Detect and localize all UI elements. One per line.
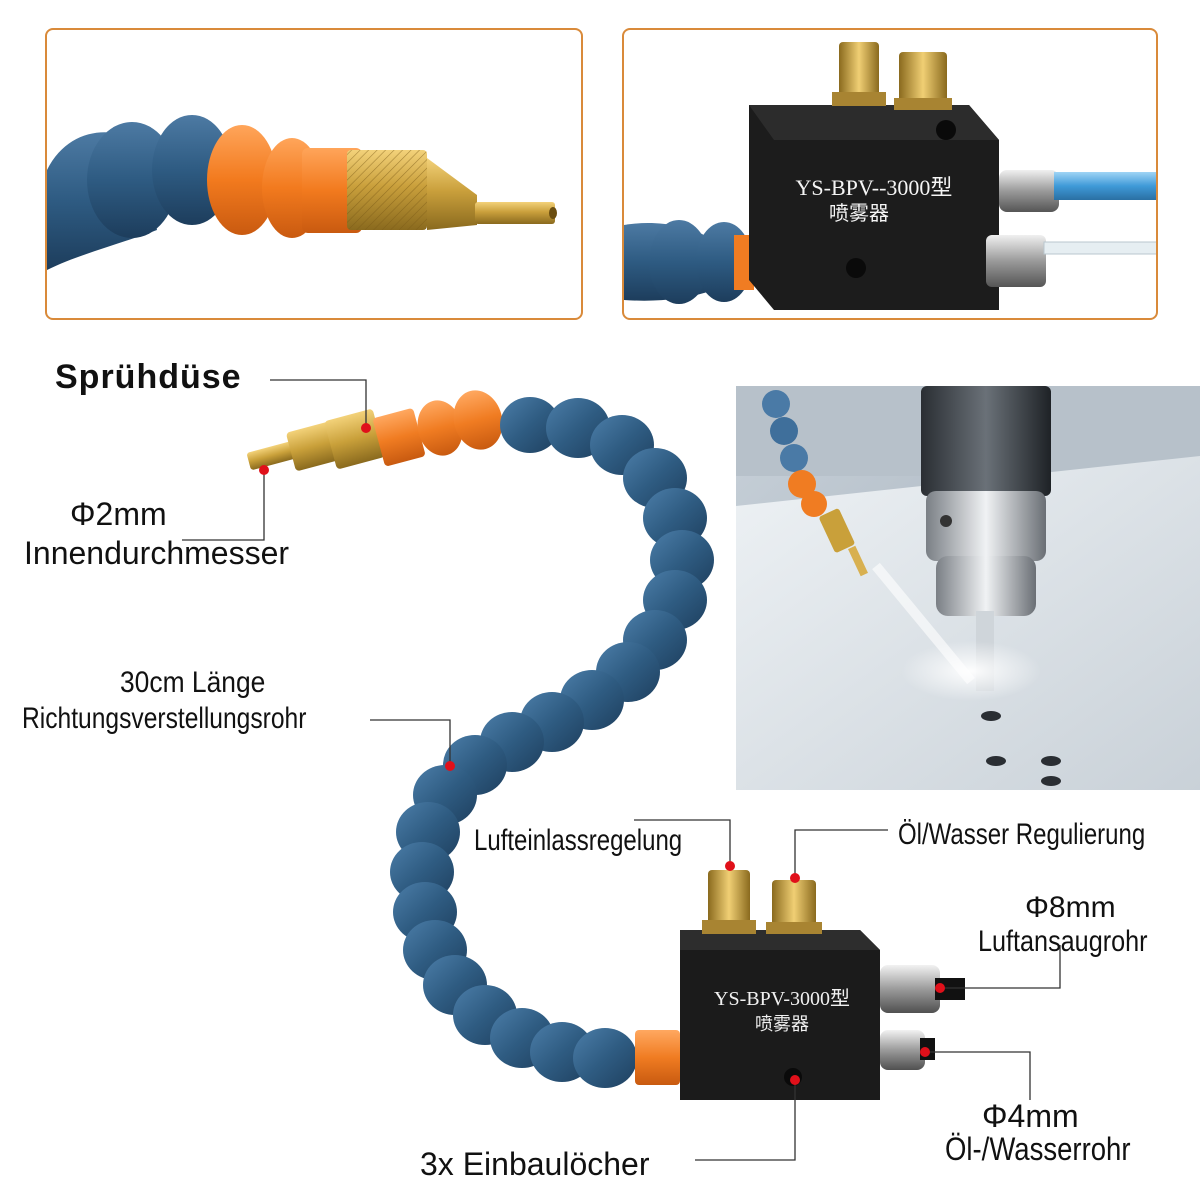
label-oil-water-control: Öl/Wasser Regulierung <box>898 818 1146 851</box>
marker-oil-tube <box>920 1047 930 1057</box>
marker-air-inlet <box>725 861 735 871</box>
block-model-text-closeup: YS-BPV--3000型 <box>796 175 953 200</box>
label-oil-tube-size: Φ4mm <box>982 1098 1079 1134</box>
block-name-text: 喷雾器 <box>755 1014 809 1035</box>
marker-diameter <box>259 465 269 475</box>
block-model-text: YS-BPV-3000型 <box>714 987 850 1010</box>
label-air-tube: Luftansaugrohr <box>978 925 1148 958</box>
block-name-text-closeup: 喷雾器 <box>829 201 889 225</box>
adjustable-hose <box>390 397 714 1088</box>
marker-nozzle <box>361 423 371 433</box>
label-air-tube-size: Φ8mm <box>1025 891 1116 924</box>
label-air-inlet-control: Lufteinlassregelung <box>474 824 683 857</box>
label-oil-tube: Öl-/Wasserrohr <box>945 1131 1131 1167</box>
application-photo <box>736 386 1200 790</box>
label-mount-holes: 3x Einbaulöcher <box>420 1146 650 1182</box>
spray-nozzle <box>247 390 503 471</box>
block-closeup-panel: YS-BPV--3000型 喷雾器 <box>622 28 1158 320</box>
mist-block: YS-BPV-3000型 喷雾器 <box>635 870 965 1100</box>
block-closeup-illustration: YS-BPV--3000型 喷雾器 <box>624 42 1156 310</box>
markers <box>259 423 945 1085</box>
marker-oil-control <box>790 873 800 883</box>
label-spray-nozzle: Sprühdüse <box>55 358 242 396</box>
marker-tube <box>445 761 455 771</box>
label-inner-diameter: Innendurchmesser <box>24 535 290 571</box>
label-tube-length: 30cm Länge <box>120 666 266 699</box>
label-tube: Richtungsverstellungsrohr <box>22 702 307 735</box>
label-inner-diameter-size: Φ2mm <box>70 496 167 532</box>
drilling-scene-illustration <box>736 386 1200 790</box>
nozzle-closeup-illustration <box>47 115 557 270</box>
marker-air-tube <box>935 983 945 993</box>
leader-lines <box>182 379 1061 1161</box>
nozzle-closeup-panel <box>45 28 583 320</box>
marker-mount-holes <box>790 1075 800 1085</box>
